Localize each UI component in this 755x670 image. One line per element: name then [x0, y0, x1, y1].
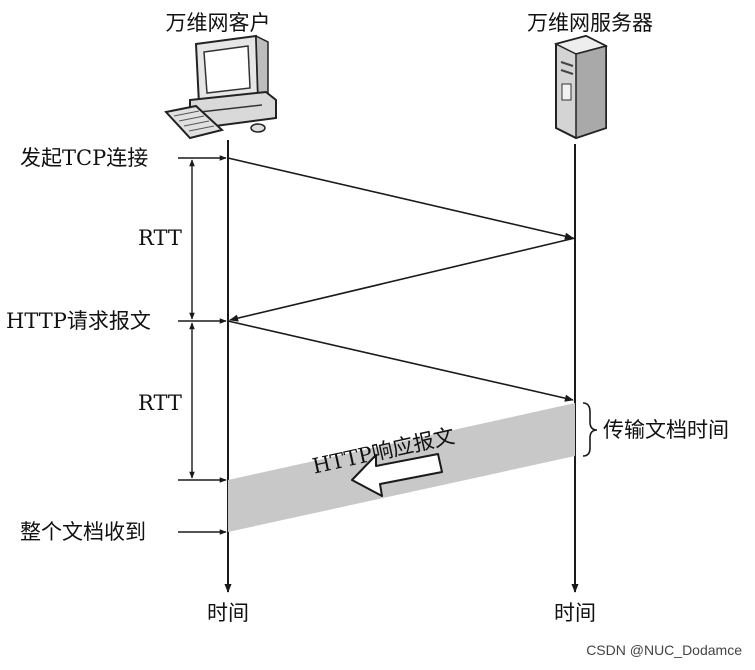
client-time-label: 时间 — [207, 601, 249, 625]
watermark-text: CSDN @NUC_Dodamce — [586, 642, 742, 658]
http-request-message — [227, 320, 574, 402]
tcp-synack-message — [229, 237, 576, 322]
rtt-second-label: RTT — [138, 391, 182, 415]
rtt-first-label: RTT — [138, 226, 182, 250]
tcp-connect-label: 发起TCP连接 — [20, 146, 148, 170]
server-time-label: 时间 — [554, 601, 596, 625]
desktop-computer-icon — [164, 34, 277, 140]
client-title: 万维网客户 — [166, 11, 271, 35]
transfer-time-label: 传输文档时间 — [603, 418, 729, 442]
transfer-time-brace — [582, 402, 598, 457]
document-received-label: 整个文档收到 — [20, 520, 146, 544]
server-title: 万维网服务器 — [527, 11, 653, 35]
http-request-label: HTTP请求报文 — [6, 309, 151, 333]
response-direction-arrow — [351, 453, 443, 497]
tcp-syn-message — [227, 157, 574, 240]
server-tower-icon — [553, 34, 609, 140]
